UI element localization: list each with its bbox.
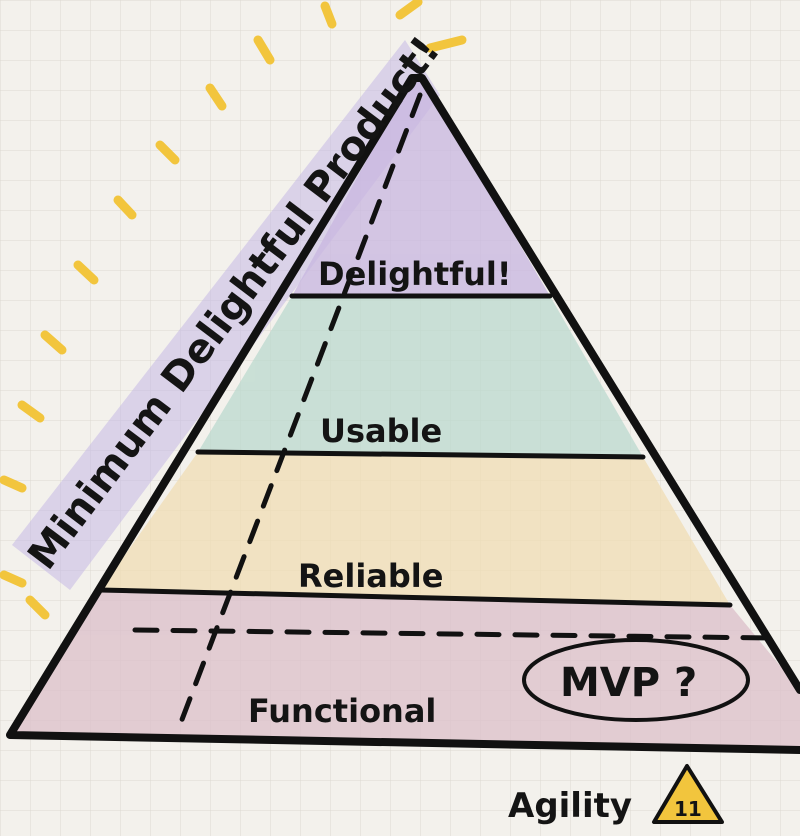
layer-label-reliable: Reliable: [298, 557, 443, 595]
brand-name: Agility: [508, 786, 632, 826]
horizontal-dashed-line: [132, 627, 773, 641]
mvp-ellipse: [522, 638, 750, 722]
layer-dividers: [97, 293, 733, 608]
layer-label-usable: Usable: [320, 412, 442, 450]
arc-highlight-band: [12, 40, 440, 590]
dashed-guides: [132, 92, 773, 733]
layer-label-functional: Functional: [248, 692, 436, 730]
sunburst-rays: [0, 0, 467, 620]
layer-reliable-fill: [100, 452, 730, 605]
vertical-dashed-line: [175, 92, 423, 733]
layer-functional-fill: [10, 590, 800, 750]
brand-logo-number: 11: [674, 797, 702, 821]
pyramid-outline: [6, 74, 800, 754]
layer-usable-fill: [198, 296, 643, 457]
brand-logo-triangle: [652, 764, 724, 824]
layer-delightful-fill: [292, 78, 550, 296]
mvp-label: MVP ?: [560, 660, 697, 706]
pyramid-layers: [10, 78, 800, 750]
layer-label-delightful: Delightful!: [318, 255, 511, 293]
